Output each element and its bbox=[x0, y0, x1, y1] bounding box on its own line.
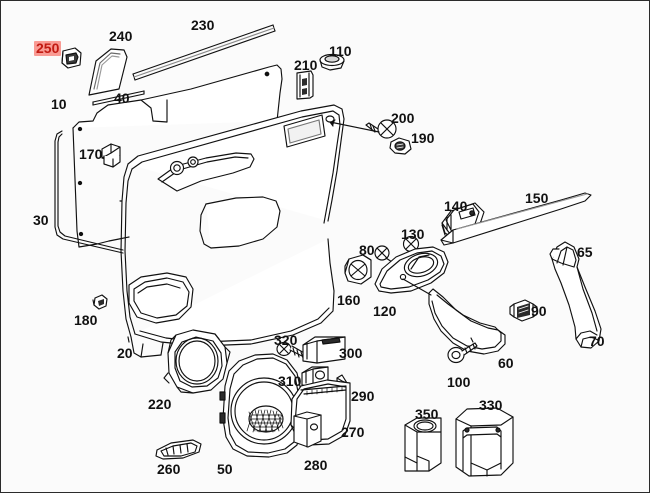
callout-65[interactable]: 65 bbox=[577, 244, 593, 260]
part-screw-100 bbox=[447, 342, 478, 364]
callout-140[interactable]: 140 bbox=[444, 198, 468, 214]
callout-90[interactable]: 90 bbox=[531, 303, 547, 319]
part-screw-180 bbox=[92, 294, 108, 310]
callout-160[interactable]: 160 bbox=[337, 292, 361, 308]
callout-240[interactable]: 240 bbox=[109, 28, 133, 44]
callout-280[interactable]: 280 bbox=[304, 457, 328, 473]
callout-260[interactable]: 260 bbox=[157, 461, 181, 477]
callout-170[interactable]: 170 bbox=[79, 146, 103, 162]
callout-300[interactable]: 300 bbox=[339, 345, 363, 361]
part-handle-bezel-120 bbox=[374, 246, 449, 294]
part-holder-350 bbox=[404, 417, 442, 472]
callout-50[interactable]: 50 bbox=[217, 461, 233, 477]
callout-80[interactable]: 80 bbox=[359, 242, 375, 258]
part-armrest-60 bbox=[428, 288, 506, 355]
callout-270[interactable]: 270 bbox=[341, 424, 365, 440]
callout-180[interactable]: 180 bbox=[74, 312, 98, 328]
part-door-panel-10 bbox=[72, 64, 283, 248]
part-speaker-ring-220 bbox=[163, 329, 231, 394]
callout-320[interactable]: 320 bbox=[274, 332, 298, 348]
part-trim-strip-150 bbox=[440, 192, 592, 246]
part-screw-200 bbox=[365, 119, 397, 139]
part-trim-carrier-20 bbox=[119, 104, 345, 358]
callout-250[interactable]: 250 bbox=[34, 40, 62, 56]
part-cap-65 bbox=[549, 248, 560, 260]
part-speaker-cover-50 bbox=[219, 353, 302, 458]
part-cap-280 bbox=[293, 411, 322, 448]
part-nut-190 bbox=[389, 137, 412, 155]
callout-100[interactable]: 100 bbox=[447, 374, 471, 390]
callout-330[interactable]: 330 bbox=[479, 397, 503, 413]
callout-60[interactable]: 60 bbox=[498, 355, 514, 371]
callout-70[interactable]: 70 bbox=[589, 333, 605, 349]
part-seal-30 bbox=[54, 130, 124, 254]
callout-10[interactable]: 10 bbox=[51, 96, 67, 112]
part-corner-trim-240 bbox=[88, 48, 128, 96]
callout-350[interactable]: 350 bbox=[415, 406, 439, 422]
part-screw-80 bbox=[374, 245, 390, 261]
callout-290[interactable]: 290 bbox=[351, 388, 375, 404]
callout-200[interactable]: 200 bbox=[391, 110, 415, 126]
callout-190[interactable]: 190 bbox=[411, 130, 435, 146]
part-clip-170 bbox=[101, 143, 121, 168]
part-bushing-160 bbox=[344, 254, 372, 285]
callout-310[interactable]: 310 bbox=[278, 373, 302, 389]
part-window-seal-strip-230 bbox=[132, 24, 276, 81]
part-rod-40 bbox=[92, 90, 145, 106]
part-cover-300 bbox=[302, 336, 346, 364]
part-clip-250 bbox=[61, 47, 82, 69]
callout-40[interactable]: 40 bbox=[114, 90, 130, 106]
callout-220[interactable]: 220 bbox=[148, 396, 172, 412]
callout-150[interactable]: 150 bbox=[525, 190, 549, 206]
part-grommet-110 bbox=[319, 53, 345, 71]
part-bracket-210 bbox=[296, 70, 314, 100]
callout-20[interactable]: 20 bbox=[117, 345, 133, 361]
callout-30[interactable]: 30 bbox=[33, 212, 49, 228]
part-clip-90 bbox=[509, 299, 538, 322]
callout-130[interactable]: 130 bbox=[401, 226, 425, 242]
callout-110[interactable]: 110 bbox=[329, 43, 352, 59]
callout-230[interactable]: 230 bbox=[191, 17, 215, 33]
callout-120[interactable]: 120 bbox=[373, 303, 397, 319]
part-bin-330 bbox=[455, 407, 514, 477]
part-grab-handle-70 bbox=[551, 241, 602, 349]
part-strip-260 bbox=[155, 439, 202, 460]
callout-210[interactable]: 210 bbox=[294, 57, 318, 73]
